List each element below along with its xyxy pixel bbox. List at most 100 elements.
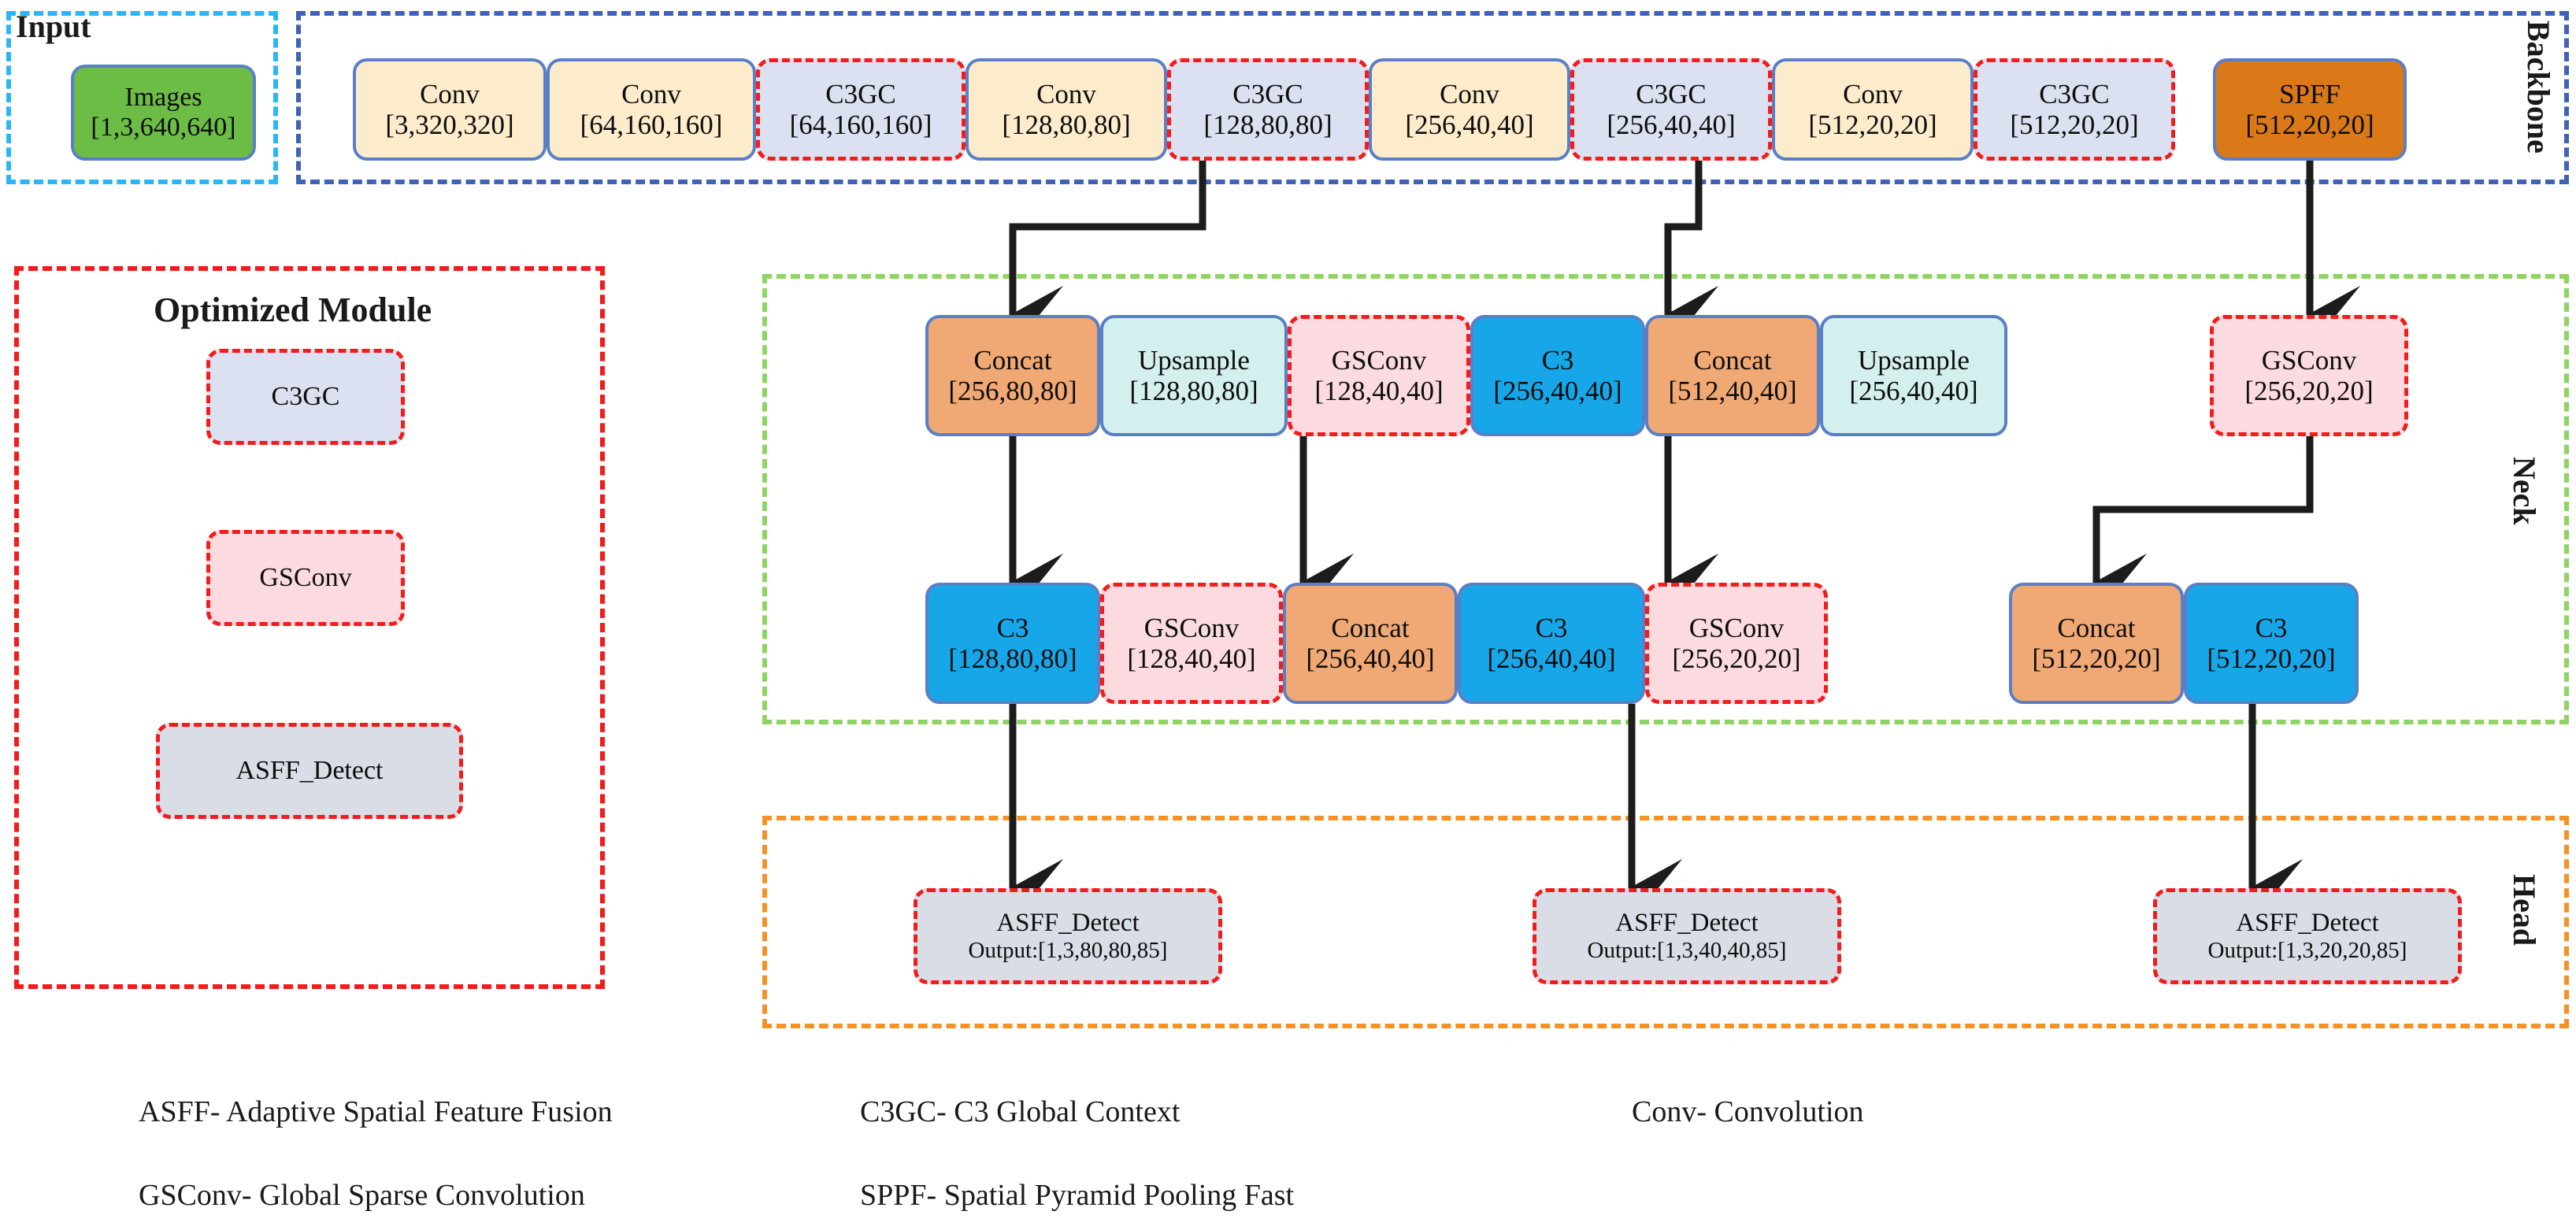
node-label: Images (124, 82, 202, 112)
node-shape: [512,20,20] (2032, 643, 2161, 674)
node-neck-bottom-c3-3[interactable]: C3 [256,40,40] (1458, 583, 1645, 704)
node-label: C3 (1541, 344, 1574, 376)
legend-c3gc: C3GC- C3 Global Context (860, 1095, 1181, 1128)
node-neck-top-upsample-1[interactable]: Upsample [128,80,80] (1100, 315, 1288, 436)
node-shape: [512,20,20] (2207, 643, 2336, 674)
node-label: GSConv (1688, 612, 1785, 643)
node-neck-bottom-c3-0[interactable]: C3 [128,80,80] (925, 583, 1100, 704)
group-head-title: Head (2507, 874, 2542, 946)
legend-asff: ASFF- Adaptive Spatial Feature Fusion (139, 1095, 613, 1128)
group-neck-title: Neck (2507, 457, 2542, 525)
node-neck-bottom-concat-5[interactable]: Concat [512,20,20] (2009, 583, 2184, 704)
group-input (6, 11, 278, 184)
node-backbone-conv-5[interactable]: Conv [256,40,40] (1369, 58, 1570, 161)
node-label: C3 (1535, 612, 1568, 643)
node-backbone-c3gc-2[interactable]: C3GC [64,160,160] (756, 58, 966, 161)
node-backbone-c3gc-8[interactable]: C3GC [512,20,20] (1974, 58, 2175, 161)
node-label: Conv (420, 78, 480, 109)
node-label: Concat (1331, 612, 1410, 643)
node-shape: [128,80,80] (1002, 109, 1131, 140)
node-label: C3 (996, 612, 1029, 643)
node-label: Upsample (1858, 344, 1970, 376)
node-backbone-c3gc-6[interactable]: C3GC [256,40,40] (1570, 58, 1772, 161)
node-shape: [3,320,320] (385, 109, 514, 140)
node-shape: [512,40,40] (1668, 376, 1797, 406)
group-backbone (296, 11, 2569, 184)
node-neck-top-concat-4[interactable]: Concat [512,40,40] (1645, 315, 1820, 436)
node-neck-top-gsconv-2[interactable]: GSConv [128,40,40] (1288, 315, 1470, 436)
group-backbone-title: Backbone (2521, 20, 2556, 154)
node-head-asff-detect-1[interactable]: ASFF_Detect Output:[1,3,40,40,85] (1533, 888, 1841, 984)
node-shape: [512,20,20] (2010, 109, 2139, 140)
node-label: GSConv (2261, 344, 2357, 376)
group-head (762, 816, 2569, 1028)
node-shape: [128,80,80] (1203, 109, 1332, 140)
node-shape: [128,80,80] (1129, 376, 1258, 406)
node-label: Conv (1036, 78, 1096, 109)
node-label: ASFF_Detect (2236, 909, 2379, 938)
node-label: ASFF_Detect (1615, 909, 1759, 938)
node-shape: [256,20,20] (1672, 643, 1801, 674)
node-backbone-conv-0[interactable]: Conv [3,320,320] (353, 58, 547, 161)
node-shape: Output:[1,3,40,40,85] (1587, 938, 1787, 964)
node-backbone-c3gc-4[interactable]: C3GC [128,80,80] (1167, 58, 1369, 161)
node-head-asff-detect-0[interactable]: ASFF_Detect Output:[1,3,80,80,85] (914, 888, 1222, 984)
node-backbone-conv-3[interactable]: Conv [128,80,80] (966, 58, 1167, 161)
group-optimized-module (14, 266, 605, 989)
node-shape: [256,40,40] (1493, 376, 1622, 406)
node-shape: Output:[1,3,80,80,85] (968, 938, 1168, 964)
node-label: C3GC (271, 381, 340, 411)
node-label: Conv (1440, 78, 1499, 109)
node-neck-top-concat-0[interactable]: Concat [256,80,80] (925, 315, 1100, 436)
node-neck-top-c3-3[interactable]: C3 [256,40,40] (1470, 315, 1645, 436)
node-shape: [256,40,40] (1487, 643, 1616, 674)
node-label: Concat (1693, 344, 1772, 376)
node-shape: Output:[1,3,20,20,85] (2207, 938, 2407, 964)
legend-node-gsconv[interactable]: GSConv (206, 530, 405, 626)
node-label: Concat (2057, 612, 2136, 643)
node-label: C3GC (1636, 78, 1707, 109)
node-label: GSConv (1331, 344, 1427, 376)
node-label: ASFF_Detect (996, 909, 1140, 938)
legend-node-c3gc[interactable]: C3GC (206, 349, 405, 445)
legend-conv: Conv- Convolution (1632, 1095, 1864, 1128)
node-images[interactable]: Images [1,3,640,640] (71, 65, 256, 161)
group-optimized-module-title: Optimized Module (154, 291, 432, 329)
node-label: GSConv (1143, 612, 1240, 643)
node-shape: [512,20,20] (2245, 109, 2374, 140)
node-neck-top-gsconv-6[interactable]: GSConv [256,20,20] (2210, 315, 2408, 436)
node-neck-bottom-gsconv-1[interactable]: GSConv [128,40,40] (1100, 583, 1283, 704)
node-neck-bottom-gsconv-4[interactable]: GSConv [256,20,20] (1645, 583, 1828, 704)
node-shape: [256,80,80] (948, 376, 1077, 406)
node-neck-bottom-c3-6[interactable]: C3 [512,20,20] (2184, 583, 2359, 704)
node-label: C3 (2255, 612, 2288, 643)
node-neck-bottom-concat-2[interactable]: Concat [256,40,40] (1283, 583, 1458, 704)
node-label: GSConv (259, 562, 352, 592)
node-shape: [64,160,160] (789, 109, 932, 140)
node-label: Upsample (1138, 344, 1250, 376)
legend-gsconv: GSConv- Global Sparse Convolution (139, 1179, 585, 1212)
node-label: Concat (973, 344, 1052, 376)
node-label: Conv (621, 78, 681, 109)
node-shape: [128,40,40] (1314, 376, 1444, 406)
node-backbone-conv-1[interactable]: Conv [64,160,160] (547, 58, 756, 161)
node-shape: [256,40,40] (1306, 643, 1435, 674)
group-input-title: Input (16, 9, 91, 44)
node-head-asff-detect-2[interactable]: ASFF_Detect Output:[1,3,20,20,85] (2153, 888, 2462, 984)
legend-sppf: SPPF- Spatial Pyramid Pooling Fast (860, 1179, 1295, 1212)
node-label: SPFF (2279, 78, 2341, 109)
node-shape: [256,40,40] (1607, 109, 1736, 140)
node-shape: [256,40,40] (1849, 376, 1978, 406)
legend-node-asff-detect[interactable]: ASFF_Detect (156, 723, 463, 819)
node-shape: [512,20,20] (1808, 109, 1937, 140)
node-shape: [1,3,640,640] (91, 113, 236, 142)
node-shape: [64,160,160] (580, 109, 723, 140)
node-label: C3GC (825, 78, 896, 109)
node-shape: [256,40,40] (1405, 109, 1534, 140)
node-neck-top-upsample-5[interactable]: Upsample [256,40,40] (1820, 315, 2007, 436)
node-backbone-spff-9[interactable]: SPFF [512,20,20] (2213, 58, 2407, 161)
node-label: ASFF_Detect (235, 755, 384, 785)
node-shape: [128,40,40] (1127, 643, 1256, 674)
node-backbone-conv-7[interactable]: Conv [512,20,20] (1772, 58, 1974, 161)
node-label: Conv (1843, 78, 1903, 109)
